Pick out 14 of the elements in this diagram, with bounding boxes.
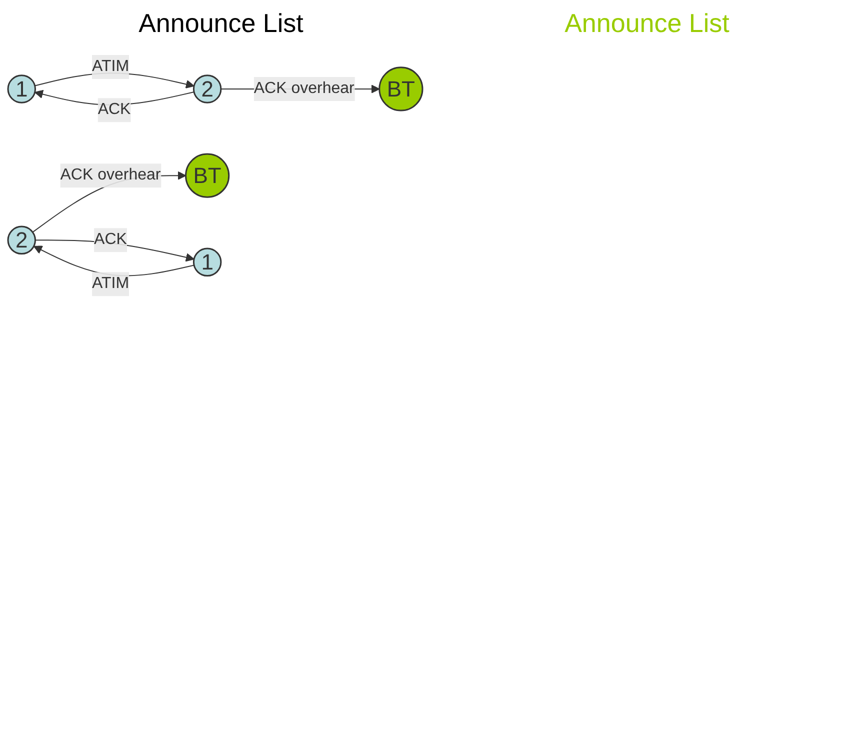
edge-label: ACK <box>94 231 127 248</box>
annotation-text: Announce List <box>138 8 304 39</box>
node-circle: 2 <box>192 74 222 104</box>
node-circle: BT <box>185 153 230 198</box>
edge-label: ACK overhear <box>254 80 354 97</box>
edge-label: ATIM <box>92 275 130 292</box>
annotation-text: Announce List <box>564 8 730 39</box>
node-circle: 1 <box>7 74 36 104</box>
node-circle: BT <box>378 66 424 112</box>
node-circle: 1 <box>192 248 222 277</box>
edge-label: ACK <box>98 101 131 118</box>
edge-label: ATIM <box>92 58 130 75</box>
edge-label: ACK overhear <box>60 166 161 184</box>
node-circle: 2 <box>7 226 36 255</box>
